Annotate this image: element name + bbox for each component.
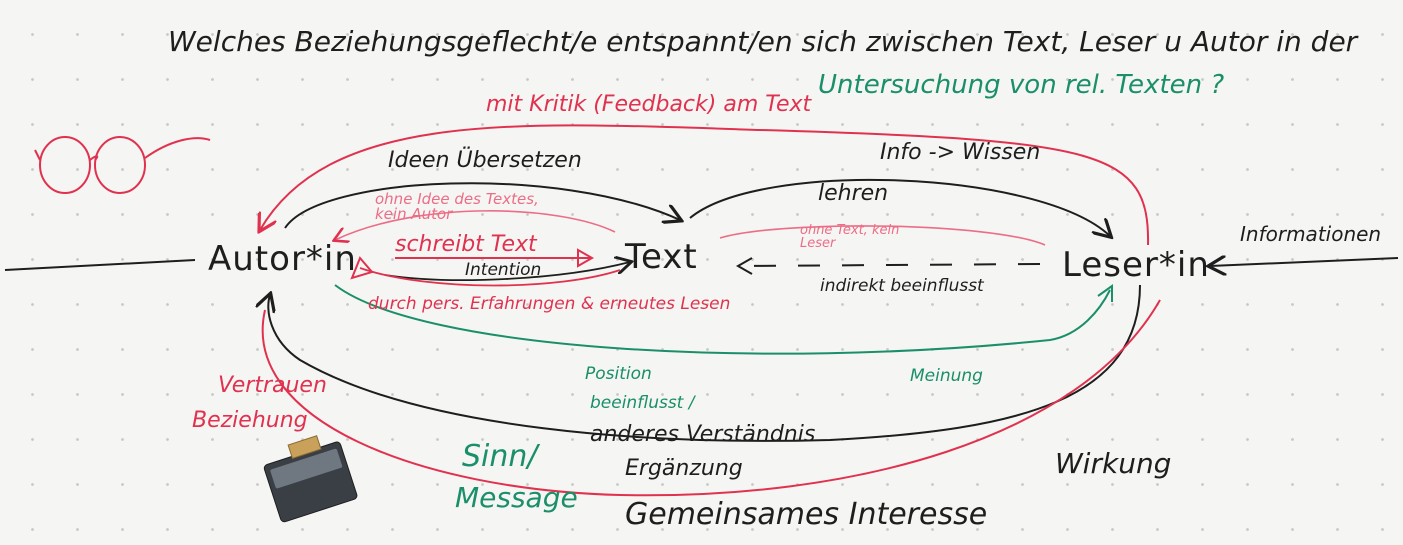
left-input-line — [4, 259, 196, 271]
meaning-label: Sinn/ — [462, 439, 538, 474]
understanding-arrow — [268, 284, 1141, 442]
ideas-arrow — [284, 182, 680, 229]
influenced-label: beeinflusst / — [590, 393, 695, 413]
indirect-arrow — [739, 263, 1041, 267]
node-text: Text — [625, 237, 698, 277]
common-interest-label: Gemeinsames Interesse — [625, 497, 988, 532]
no-idea-label: ohne Idee des Textes, kein Autor — [375, 190, 539, 223]
ideas-label: Ideen Übersetzen — [388, 148, 582, 173]
question-line-1: Welches Beziehungsgeflecht/e entspannt/e… — [168, 25, 1358, 58]
node-author: Autor*in — [208, 239, 357, 279]
understanding-label: anderes Verständnis — [590, 422, 816, 447]
information-arrow — [1210, 258, 1399, 266]
glasses-icon — [34, 136, 211, 194]
teach-label: lehren — [818, 181, 889, 206]
critique-label: mit Kritik (Feedback) am Text — [486, 92, 812, 117]
writes-text-label: schreibt Text — [395, 232, 537, 257]
eraser-icon — [263, 435, 358, 523]
common-interest-loop — [261, 299, 1161, 497]
critique-arrow — [260, 124, 1150, 246]
no-text-arrow — [719, 225, 1046, 246]
position-label: Position — [585, 364, 652, 384]
teach-arrow — [689, 178, 1110, 236]
experiences-arrow — [359, 267, 621, 287]
supplement-label: Ergänzung — [625, 456, 743, 481]
effect-label: Wirkung — [1055, 447, 1172, 480]
opinion-label: Meinung — [910, 366, 983, 386]
experiences-label: durch pers. Erfahrungen & erneutes Lesen — [368, 294, 731, 314]
message-label: Message — [455, 481, 578, 514]
no-text-label: ohne Text, kein Leser — [800, 223, 900, 251]
trust-label: Vertrauen — [218, 373, 327, 398]
indirect-label: indirekt beeinflusst — [820, 276, 984, 296]
no-idea-arrow — [335, 210, 616, 240]
intention-arrow — [384, 262, 630, 281]
info-label: Info -> Wissen — [880, 140, 1041, 165]
relationship-label: Beziehung — [192, 408, 308, 433]
opinion-arrow — [334, 284, 1111, 355]
question-line-2: Untersuchung von rel. Texten ? — [818, 70, 1225, 100]
information-label: Informationen — [1240, 222, 1382, 246]
node-reader: Leser*in — [1062, 245, 1210, 285]
intention-label: Intention — [465, 260, 542, 280]
